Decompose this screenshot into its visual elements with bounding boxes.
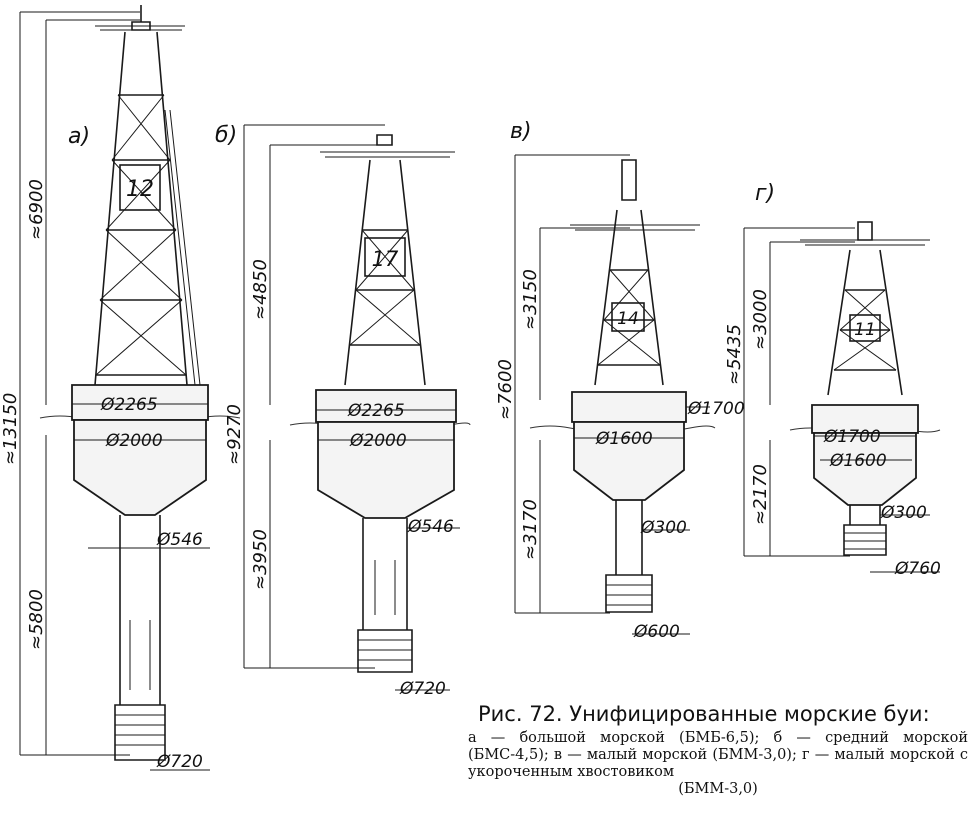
caption-body: а — большой морской (БМБ-6,5); б — средн…	[468, 730, 968, 798]
buoy-a-letter: а)	[68, 124, 90, 149]
buoy-d-height-top: ≈3000	[750, 289, 771, 350]
caption-line-1: а — большой морской (БМБ-6,5); б — средн…	[468, 730, 968, 780]
buoy-b-height-top: ≈4850	[250, 259, 271, 320]
buoy-a-d-tail: Ø720	[156, 752, 203, 772]
buoy-b-height-total: ≈9270	[224, 404, 245, 465]
buoy-b-d-lower: Ø2000	[349, 431, 407, 451]
buoy-a-d-upper: Ø2265	[100, 395, 158, 415]
buoy-c-d-upper: Ø1700	[687, 399, 745, 419]
buoy-a-height-top: ≈6900	[26, 179, 47, 240]
buoy-b-number: 17	[372, 247, 399, 271]
figure-caption: Рис. 72. Унифицированные морские буи: а …	[468, 702, 968, 798]
buoy-c-d-lower: Ø1600	[595, 429, 653, 449]
buoy-b-d-tail: Ø720	[399, 679, 446, 699]
buoy-b: 17 б) Ø2265 Ø2000 Ø546 Ø720 ≈9270 ≈4850 …	[215, 123, 460, 699]
buoy-c-height-total: ≈7600	[495, 359, 516, 420]
buoy-d-d-tube: Ø300	[880, 503, 927, 523]
buoy-d-height-bottom: ≈2170	[750, 464, 771, 525]
buoy-a-d-tube: Ø546	[156, 530, 203, 550]
buoy-a-height-total: ≈13150	[0, 393, 21, 465]
buoy-b-height-bottom: ≈3950	[250, 529, 271, 590]
buoy-c-letter: в)	[510, 119, 532, 144]
buoy-d-d-tail: Ø760	[894, 559, 941, 579]
caption-title: Рис. 72. Унифицированные морские буи:	[478, 702, 930, 726]
buoy-c-height-top: ≈3150	[520, 269, 541, 330]
buoy-c-height-bottom: ≈3170	[520, 499, 541, 560]
buoy-a-d-lower: Ø2000	[105, 431, 163, 451]
buoy-d-number: 11	[854, 320, 876, 340]
buoy-d: 11 г) Ø1700 Ø1600 Ø300 Ø760 ≈5435 ≈3000 …	[724, 181, 941, 579]
buoy-b-d-tube: Ø546	[407, 517, 454, 537]
buoy-b-d-upper: Ø2265	[347, 401, 405, 421]
buoy-c-d-tail: Ø600	[633, 622, 680, 642]
buoy-d-d-lower: Ø1600	[829, 451, 887, 471]
buoy-c-number: 14	[617, 309, 639, 329]
buoy-c-d-tube: Ø300	[640, 518, 687, 538]
buoy-c: 14 в) Ø1700 Ø1600 Ø300 Ø600 ≈7600 ≈3150 …	[495, 119, 745, 642]
buoy-d-letter: г)	[755, 181, 775, 206]
buoy-a: 12 а) Ø2265 Ø2000 Ø546 Ø720 ≈13150 ≈6900…	[0, 5, 210, 772]
buoy-d-d-upper: Ø1700	[823, 427, 881, 447]
buoy-b-letter: б)	[215, 123, 237, 148]
buoy-a-number: 12	[126, 177, 154, 202]
buoy-d-height-total: ≈5435	[724, 324, 745, 385]
caption-line-2: (БММ-3,0)	[678, 781, 758, 797]
buoy-a-height-bottom: ≈5800	[26, 589, 47, 650]
